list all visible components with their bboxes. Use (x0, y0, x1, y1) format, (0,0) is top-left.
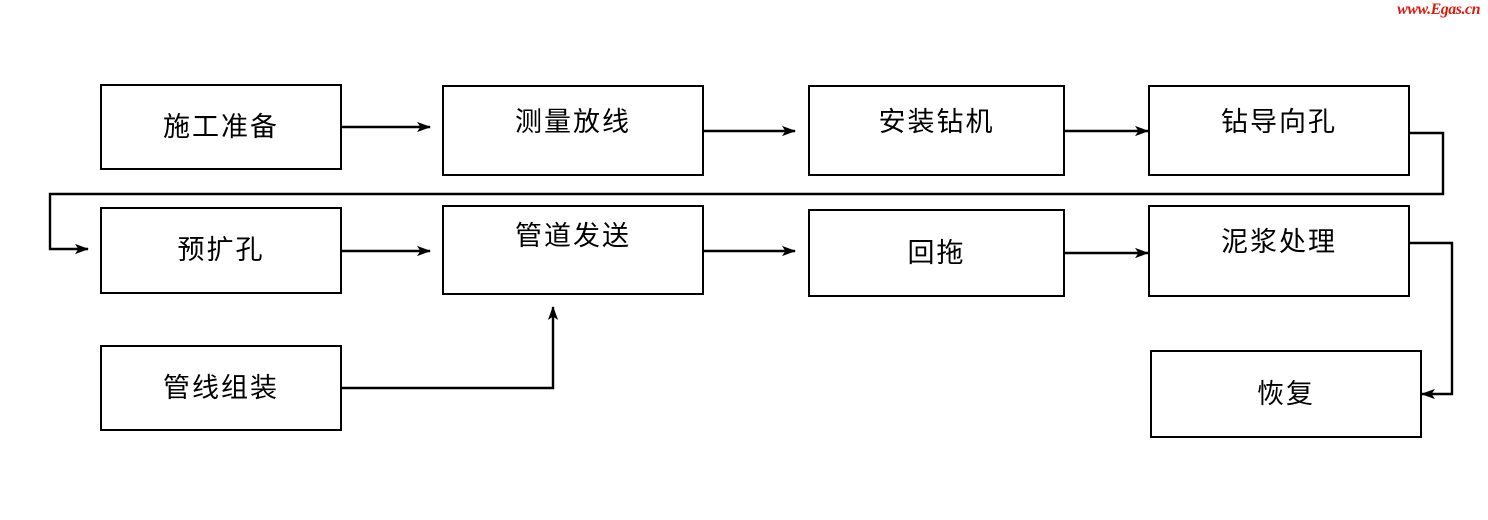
node-label: 施工准备 (163, 111, 279, 142)
node-celiang-fangxian[interactable]: 测量放线 (442, 85, 704, 176)
node-label: 钻导向孔 (1221, 107, 1337, 137)
node-label: 管线组装 (163, 372, 279, 403)
node-guandao-fasong[interactable]: 管道发送 (442, 205, 704, 295)
node-label: 回拖 (907, 237, 966, 268)
node-huituo[interactable]: 回拖 (808, 209, 1065, 297)
edge-n4-n5 (48, 131, 1445, 255)
edge-n9-n6 (342, 306, 559, 390)
node-label: 测量放线 (515, 107, 631, 137)
node-label: 恢复 (1257, 378, 1315, 409)
node-yu-kuokong[interactable]: 预扩孔 (100, 207, 342, 294)
node-label: 管道发送 (515, 221, 631, 251)
node-nijiang-chuli[interactable]: 泥浆处理 (1148, 205, 1410, 297)
node-huifu[interactable]: 恢复 (1150, 350, 1422, 438)
node-anzhuang-zuanji[interactable]: 安装钻机 (808, 85, 1065, 176)
edge-n8-n10 (1410, 241, 1454, 400)
node-guanxian-zuzhuang[interactable]: 管线组装 (100, 345, 342, 431)
node-label: 泥浆处理 (1221, 227, 1337, 257)
node-label: 安装钻机 (878, 107, 995, 137)
site-watermark: www.Egas.cn (1397, 1, 1480, 18)
node-shigong-zhunbei[interactable]: 施工准备 (100, 84, 342, 170)
node-label: 预扩孔 (177, 235, 265, 265)
node-zuan-daoxiangkong[interactable]: 钻导向孔 (1148, 85, 1410, 176)
